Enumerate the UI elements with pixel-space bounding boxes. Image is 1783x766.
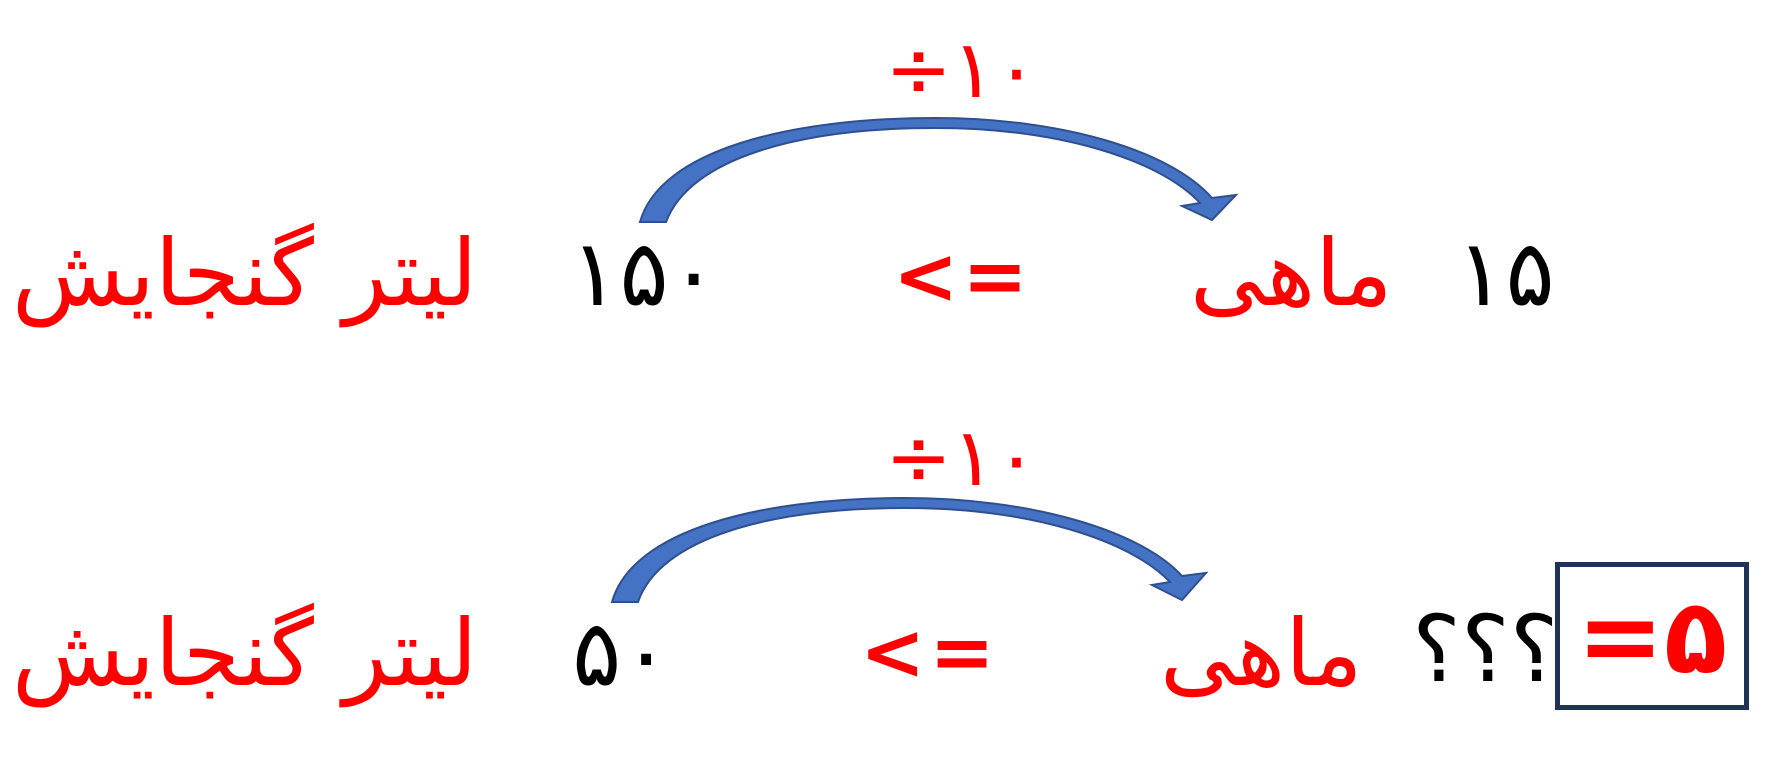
row1-left-number: ۱۵۰ (570, 220, 719, 327)
row2-left-number: ۵۰ (572, 600, 671, 707)
row2-left-unit: لیتر گنجایش (12, 600, 478, 707)
row2-unknown-marks: ؟؟؟ (1412, 596, 1559, 703)
row2-operation-label: ÷۱۰ (885, 411, 1038, 504)
row1-right-number: ۱۵ (1456, 220, 1555, 327)
row2-answer: =۵ (1576, 575, 1728, 697)
row1-left-unit: لیتر گنجایش (12, 220, 478, 327)
row1-right-unit: ماهی (1190, 220, 1393, 327)
answer-box: =۵ (1555, 562, 1749, 710)
row2-right-unit: ماهی (1160, 600, 1363, 707)
row1-operation-label: ÷۱۰ (885, 23, 1038, 116)
row2-implies-symbol: <= (860, 608, 999, 698)
row1-implies-symbol: <= (893, 232, 1032, 322)
